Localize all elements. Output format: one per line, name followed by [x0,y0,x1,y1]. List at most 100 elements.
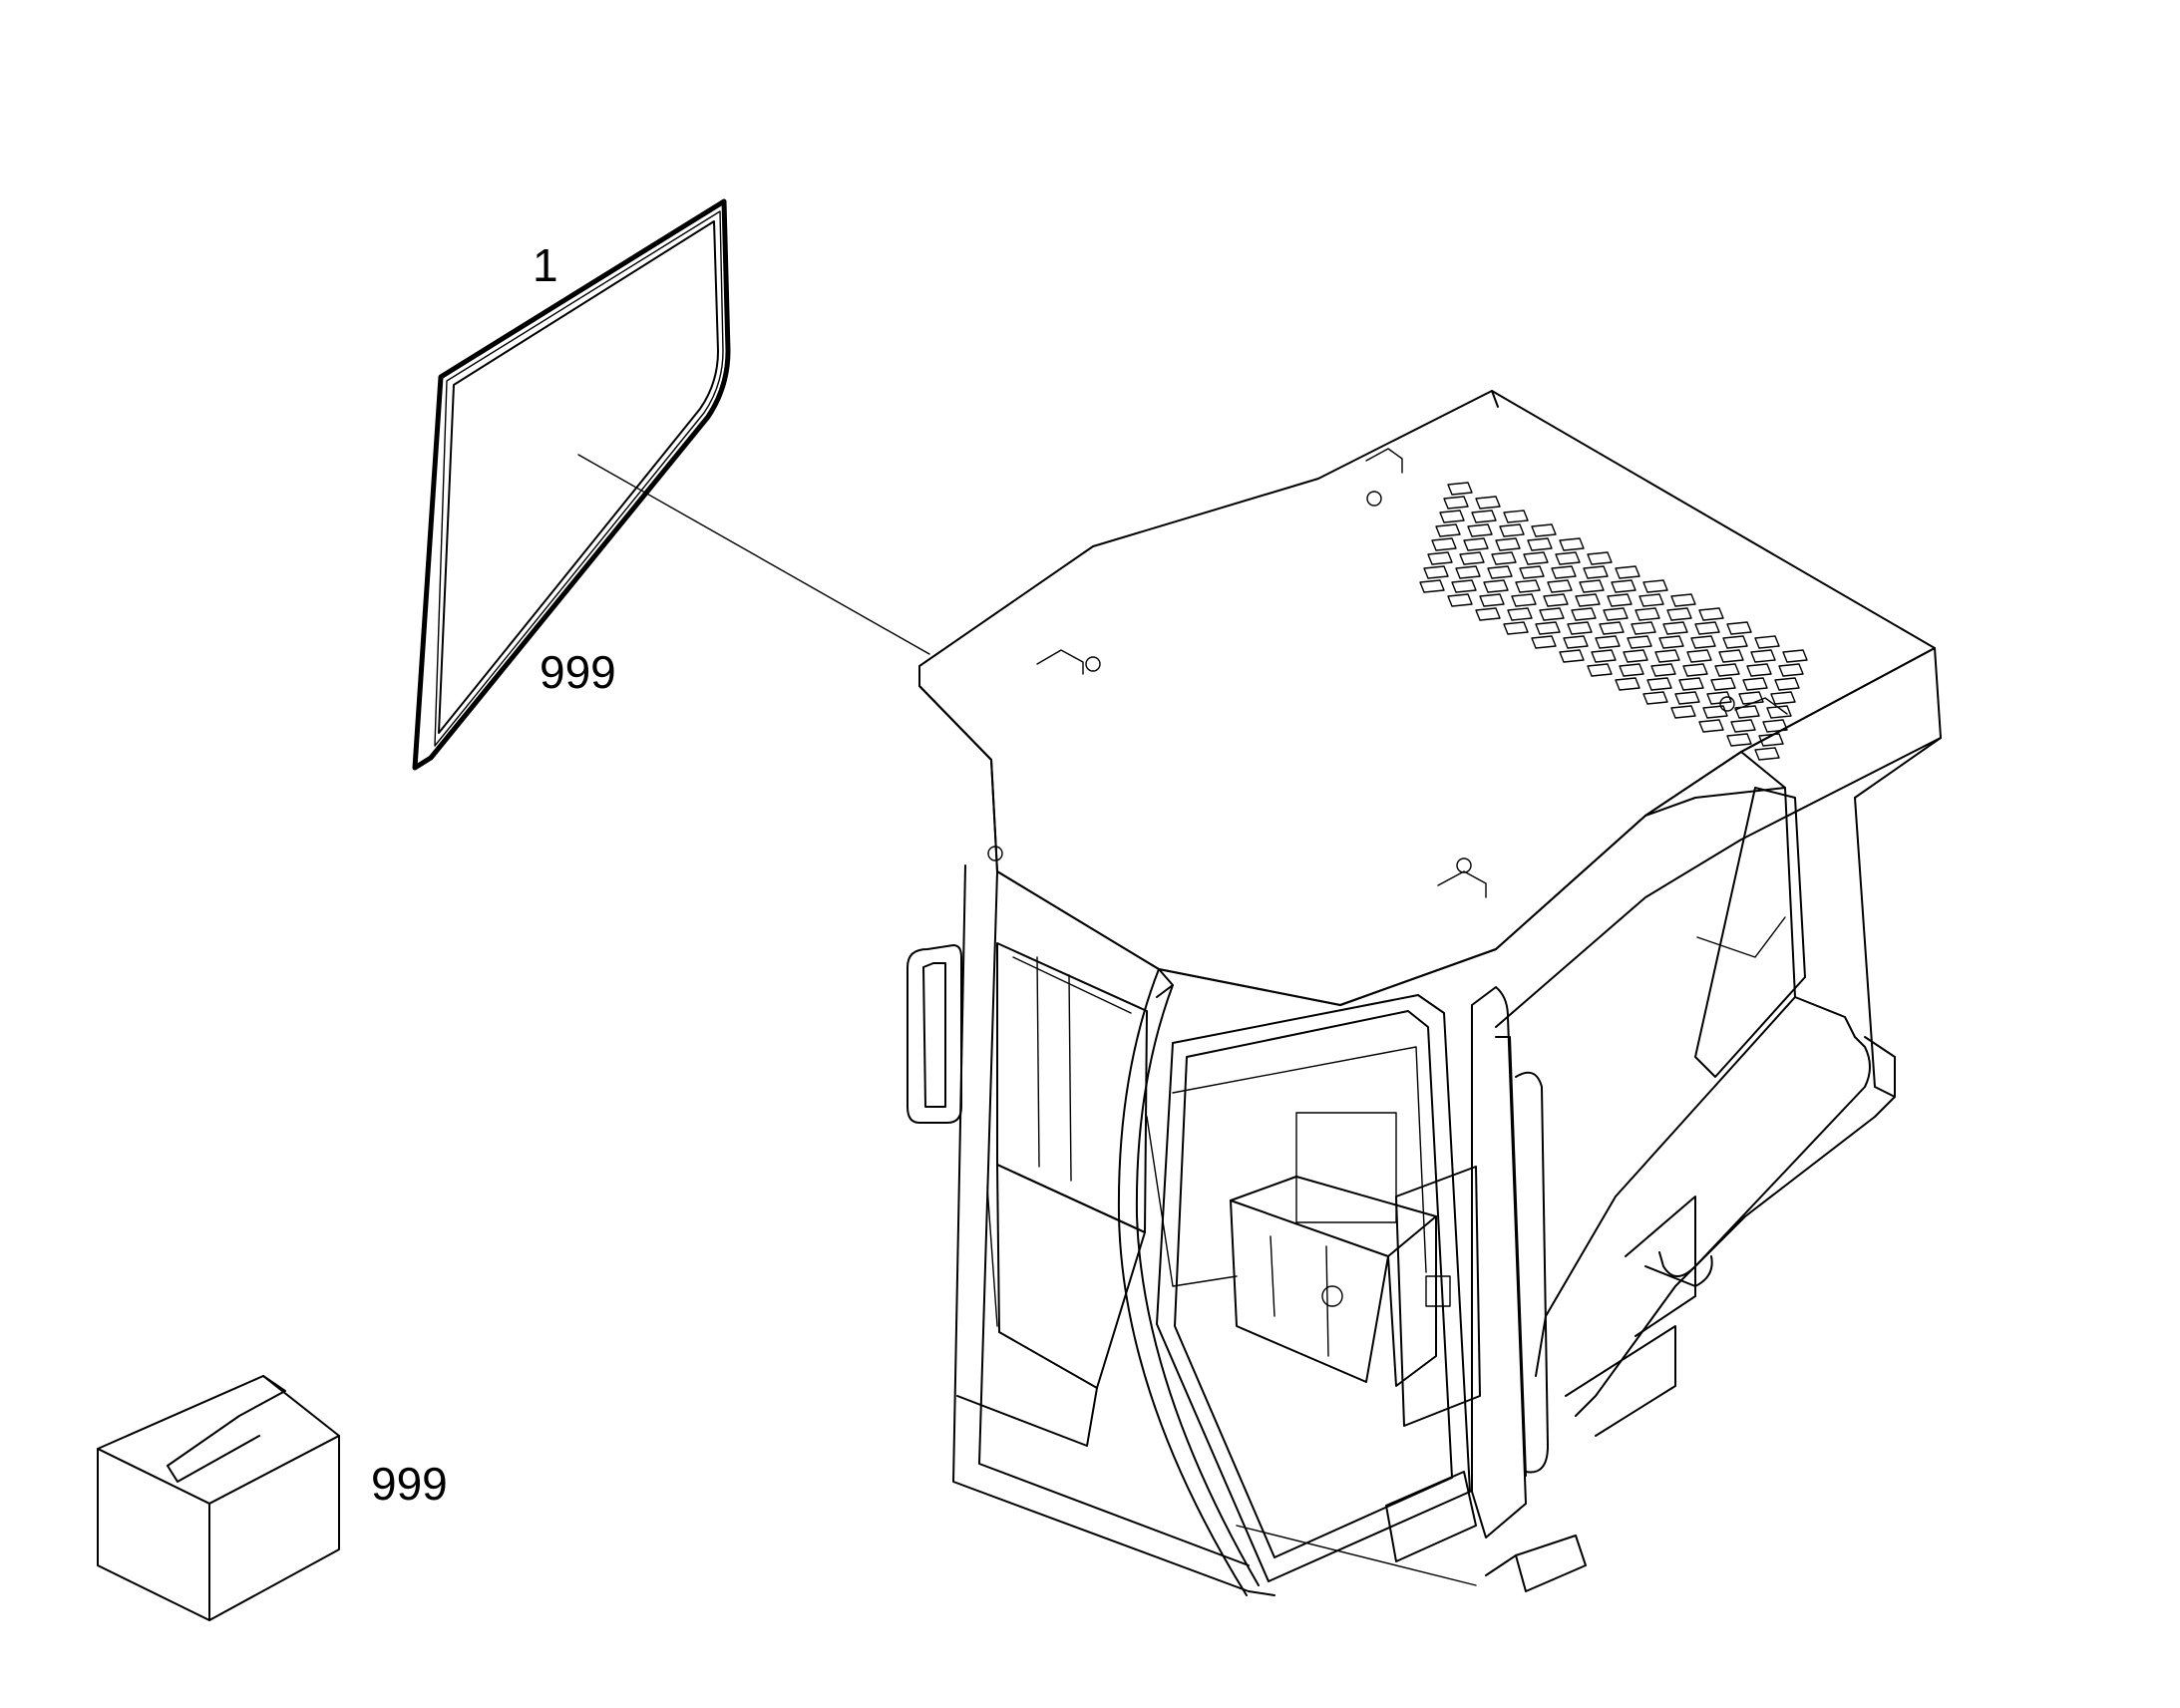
vent-cell [1435,523,1461,537]
vent-cell [1642,579,1668,593]
vent-cell [1734,705,1760,719]
vent-cell [1710,677,1736,691]
vent-cell [1591,649,1617,663]
vent-cell [1607,593,1633,607]
vent-cell [1427,551,1453,565]
vent-cell [1738,691,1764,705]
vent-cell [1575,593,1601,607]
vent-cell [1611,579,1636,593]
vent-cell [1595,635,1621,649]
vent-cell [1674,691,1700,705]
leader-line-window [577,454,930,655]
vent-cell [1714,663,1740,677]
vent-cell [1463,537,1489,551]
vent-cell [1599,621,1625,635]
vent-cell [1531,523,1557,537]
vent-cell [1706,691,1732,705]
vent-cell [1491,551,1517,565]
vent-cell [1535,621,1561,635]
vent-cell [1475,496,1501,510]
vent-cell [1547,579,1573,593]
vent-cell [1754,747,1780,761]
vent-cell [1722,635,1748,649]
vent-cell [1782,649,1808,663]
vent-cell [1726,733,1752,747]
vent-cell [1726,621,1752,635]
callout-window-glass: 1 [533,239,558,291]
vent-cell [1646,677,1672,691]
vent-cell [1519,565,1545,579]
vent-cell [1587,663,1613,677]
vent-cell [1658,635,1684,649]
vent-cell [1423,565,1449,579]
vent-cell [1650,663,1676,677]
callout-window-seal: 999 [540,646,616,698]
vent-cell [1730,719,1756,733]
vent-cell [1531,635,1557,649]
vent-cell [1551,565,1577,579]
vent-cell [1686,649,1712,663]
vent-cell [1666,607,1692,621]
vent-cell [1698,607,1724,621]
vent-cell [1746,663,1772,677]
vent-cell [1662,621,1688,635]
vent-cell [1487,565,1513,579]
vent-cell [1619,663,1644,677]
vent-cell [1766,705,1792,719]
vent-cell [1471,510,1497,523]
vent-cell [1483,579,1509,593]
vent-cell [1770,691,1796,705]
vent-cell [1698,719,1724,733]
vent-cell [1447,482,1473,496]
vent-cell [1654,649,1680,663]
vent-cell [1543,593,1569,607]
vent-cell [1431,537,1457,551]
vent-cell [1635,607,1660,621]
vent-cell [1539,607,1565,621]
vent-cell [1455,565,1481,579]
vent-cell [1623,649,1648,663]
vent-cell [1511,593,1537,607]
vent-cell [1515,579,1541,593]
vent-cell [1670,593,1696,607]
vent-cell [1631,621,1656,635]
roof-vent-grille [1419,482,1808,761]
vent-cell [1754,635,1780,649]
vent-cell [1447,593,1473,607]
vent-cell [1579,579,1605,593]
side-window-glass[interactable] [412,198,731,771]
vent-cell [1459,551,1485,565]
vent-cell [1567,621,1593,635]
vent-cell [1523,551,1549,565]
vent-cell [1750,649,1776,663]
operator-cab [907,390,1942,1596]
package-box-icon [97,1375,340,1621]
vent-cell [1702,705,1728,719]
vent-cell [1742,677,1768,691]
vent-cell [1467,523,1493,537]
vent-cell [1778,663,1804,677]
vent-cell [1583,565,1609,579]
vent-cell [1451,579,1477,593]
vent-cell [1571,607,1597,621]
vent-cell [1563,635,1589,649]
callout-kit-box: 999 [371,1458,448,1510]
vent-cell [1479,593,1505,607]
vent-cell [1615,565,1640,579]
vent-cell [1758,733,1784,747]
vent-cell [1670,705,1696,719]
vent-cell [1495,537,1521,551]
vent-cell [1694,621,1720,635]
vent-cell [1615,677,1640,691]
vent-cell [1475,607,1501,621]
vent-cell [1439,510,1465,523]
vent-cell [1507,607,1533,621]
vent-cell [1559,537,1585,551]
vent-cell [1603,607,1629,621]
vent-cell [1690,635,1716,649]
vent-cell [1642,691,1668,705]
vent-cell [1527,537,1553,551]
vent-cell [1503,621,1529,635]
vent-cell [1678,677,1704,691]
